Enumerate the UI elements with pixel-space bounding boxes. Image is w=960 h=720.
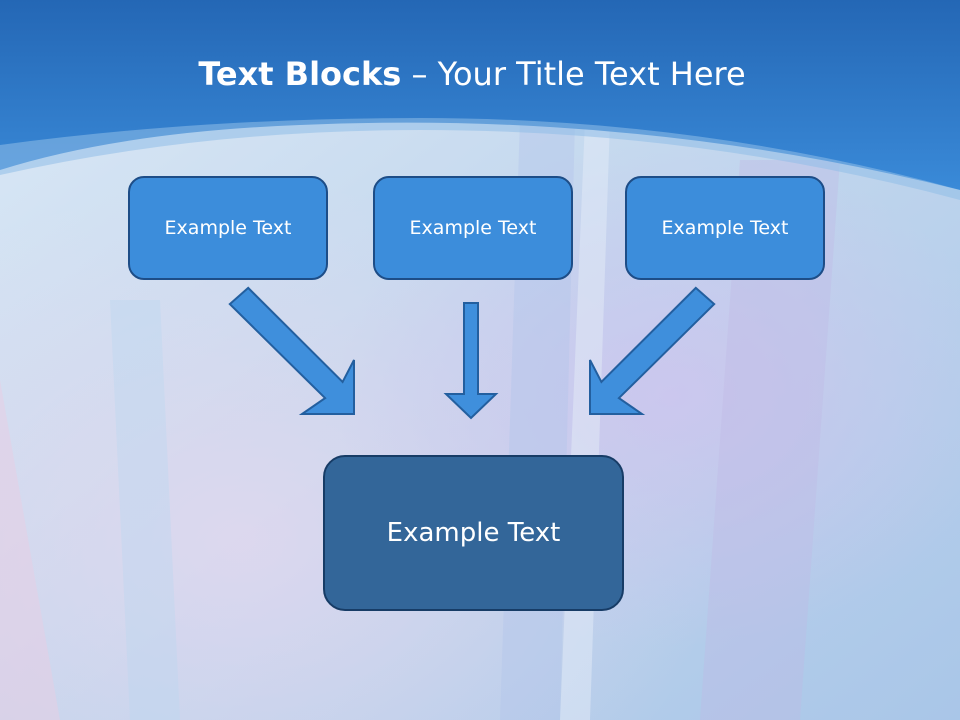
text-block-label: Example Text xyxy=(164,217,292,239)
arrow-left-down-right xyxy=(228,286,355,415)
arrow-middle-down xyxy=(443,302,499,420)
text-block-top-middle[interactable]: Example Text xyxy=(373,176,573,280)
text-block-top-right[interactable]: Example Text xyxy=(625,176,825,280)
text-block-top-left[interactable]: Example Text xyxy=(128,176,328,280)
arrow-right-down-left xyxy=(589,286,716,415)
title-bold-part: Text Blocks xyxy=(198,55,402,93)
text-block-bottom[interactable]: Example Text xyxy=(323,455,624,611)
title-dash: – xyxy=(401,55,438,93)
text-block-label: Example Text xyxy=(661,217,789,239)
text-block-label: Example Text xyxy=(409,217,537,239)
text-block-label: Example Text xyxy=(386,518,561,548)
page-title: Text Blocks – Your Title Text Here xyxy=(0,54,944,94)
title-rest: Your Title Text Here xyxy=(437,55,746,93)
